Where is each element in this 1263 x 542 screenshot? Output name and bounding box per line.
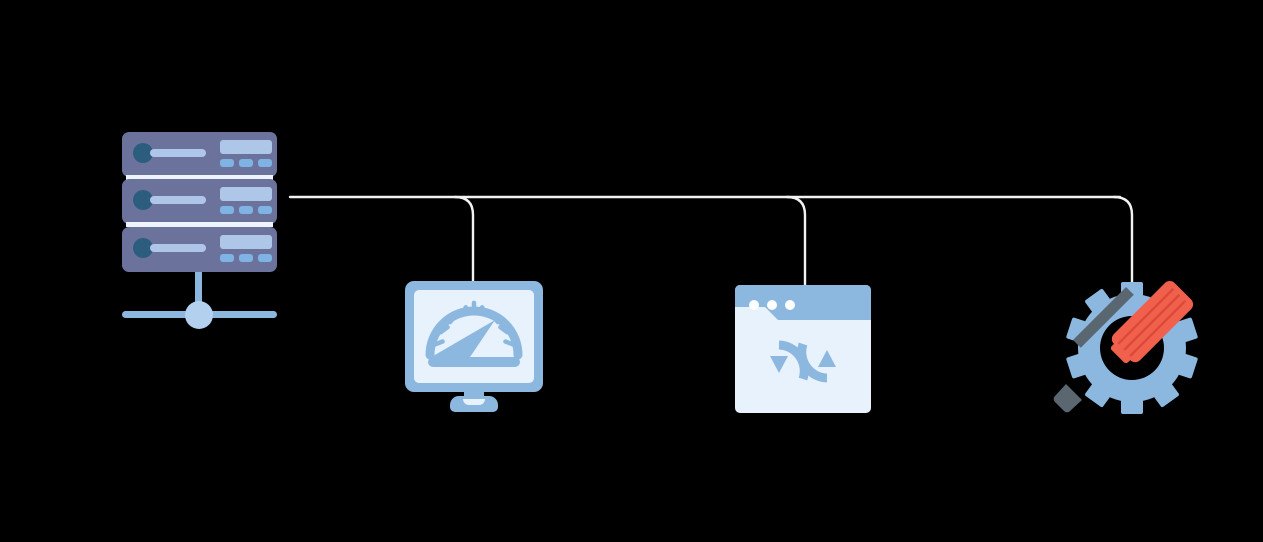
browser-dot [767,300,777,310]
server-unit-1 [122,132,277,177]
server-network-link [122,272,277,329]
network-node-icon [185,301,213,329]
server-unit-3 [122,227,277,272]
server-chip [239,254,253,262]
refresh-arrowhead-right [818,350,836,367]
server-chip [239,159,253,167]
connector-drop-monitor [453,195,475,283]
server-chip [258,254,272,262]
gauge-baseline [428,357,520,367]
server-display [220,235,272,249]
screwdriver-icon [1053,281,1194,413]
server-chip [220,254,234,262]
browser-dot [749,300,759,310]
gauge-ticks [432,300,516,347]
connector-drop-browser [785,195,807,287]
browser-dot [785,300,795,310]
screwdriver-tip [1053,384,1082,413]
server-chip [220,206,234,214]
server-led [133,143,153,163]
connector-drop-gear [1112,195,1134,288]
gauge-monitor-icon[interactable] [405,281,543,412]
server-led [133,190,153,210]
server-chip [220,159,234,167]
connector-group [288,195,1134,288]
screwdriver-shaft [1073,286,1134,348]
server-chip [239,206,253,214]
server-status-bar [150,196,206,204]
screwdriver-grip-lines [1117,288,1186,357]
server-led [133,238,153,258]
server-chip [258,159,272,167]
gauge-needle [428,320,495,360]
gear-screwdriver-icon[interactable] [1053,278,1199,414]
refresh-arrowhead-left [770,356,788,373]
server-display [220,140,272,154]
server-status-bar [150,244,206,252]
server-status-bar [150,149,206,157]
refresh-arrows [778,340,828,383]
server-gap [126,222,273,227]
browser-titlebar [735,285,871,320]
screwdriver-ferrule [1110,342,1132,364]
browser-refresh-icon[interactable] [735,285,871,413]
server-display [220,187,272,201]
server-rack-icon[interactable] [122,132,277,329]
server-gap [126,175,273,180]
monitor-base-inner [463,399,485,405]
server-chip [258,206,272,214]
server-unit-2 [122,179,277,224]
